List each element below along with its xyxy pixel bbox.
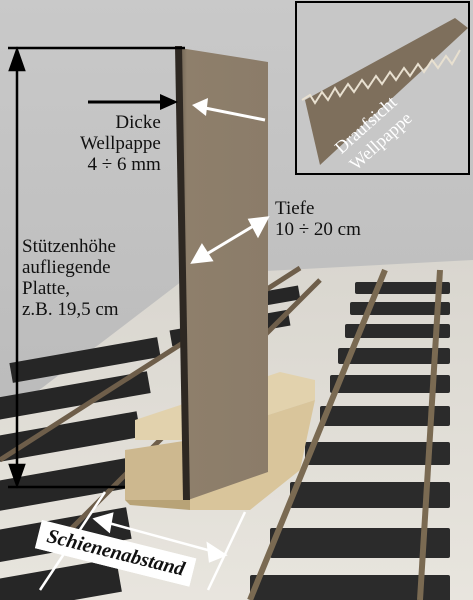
- right-rails: [247, 268, 443, 600]
- right-track-ties: [250, 282, 450, 600]
- depth-label: Tiefe 10 ÷ 20 cm: [275, 198, 361, 240]
- height-dimension: [8, 46, 185, 489]
- cardboard-panel: [175, 46, 268, 500]
- left-track: [0, 285, 301, 600]
- depth-arrow: [190, 216, 270, 264]
- thickness-label: Dicke Wellpappe 4 ÷ 6 mm: [80, 112, 161, 175]
- inset-top-view: [295, 1, 470, 175]
- support-height-label: Stützenhöhe aufliegende Platte, z.B. 19,…: [22, 236, 119, 320]
- thickness-arrows: [88, 94, 266, 122]
